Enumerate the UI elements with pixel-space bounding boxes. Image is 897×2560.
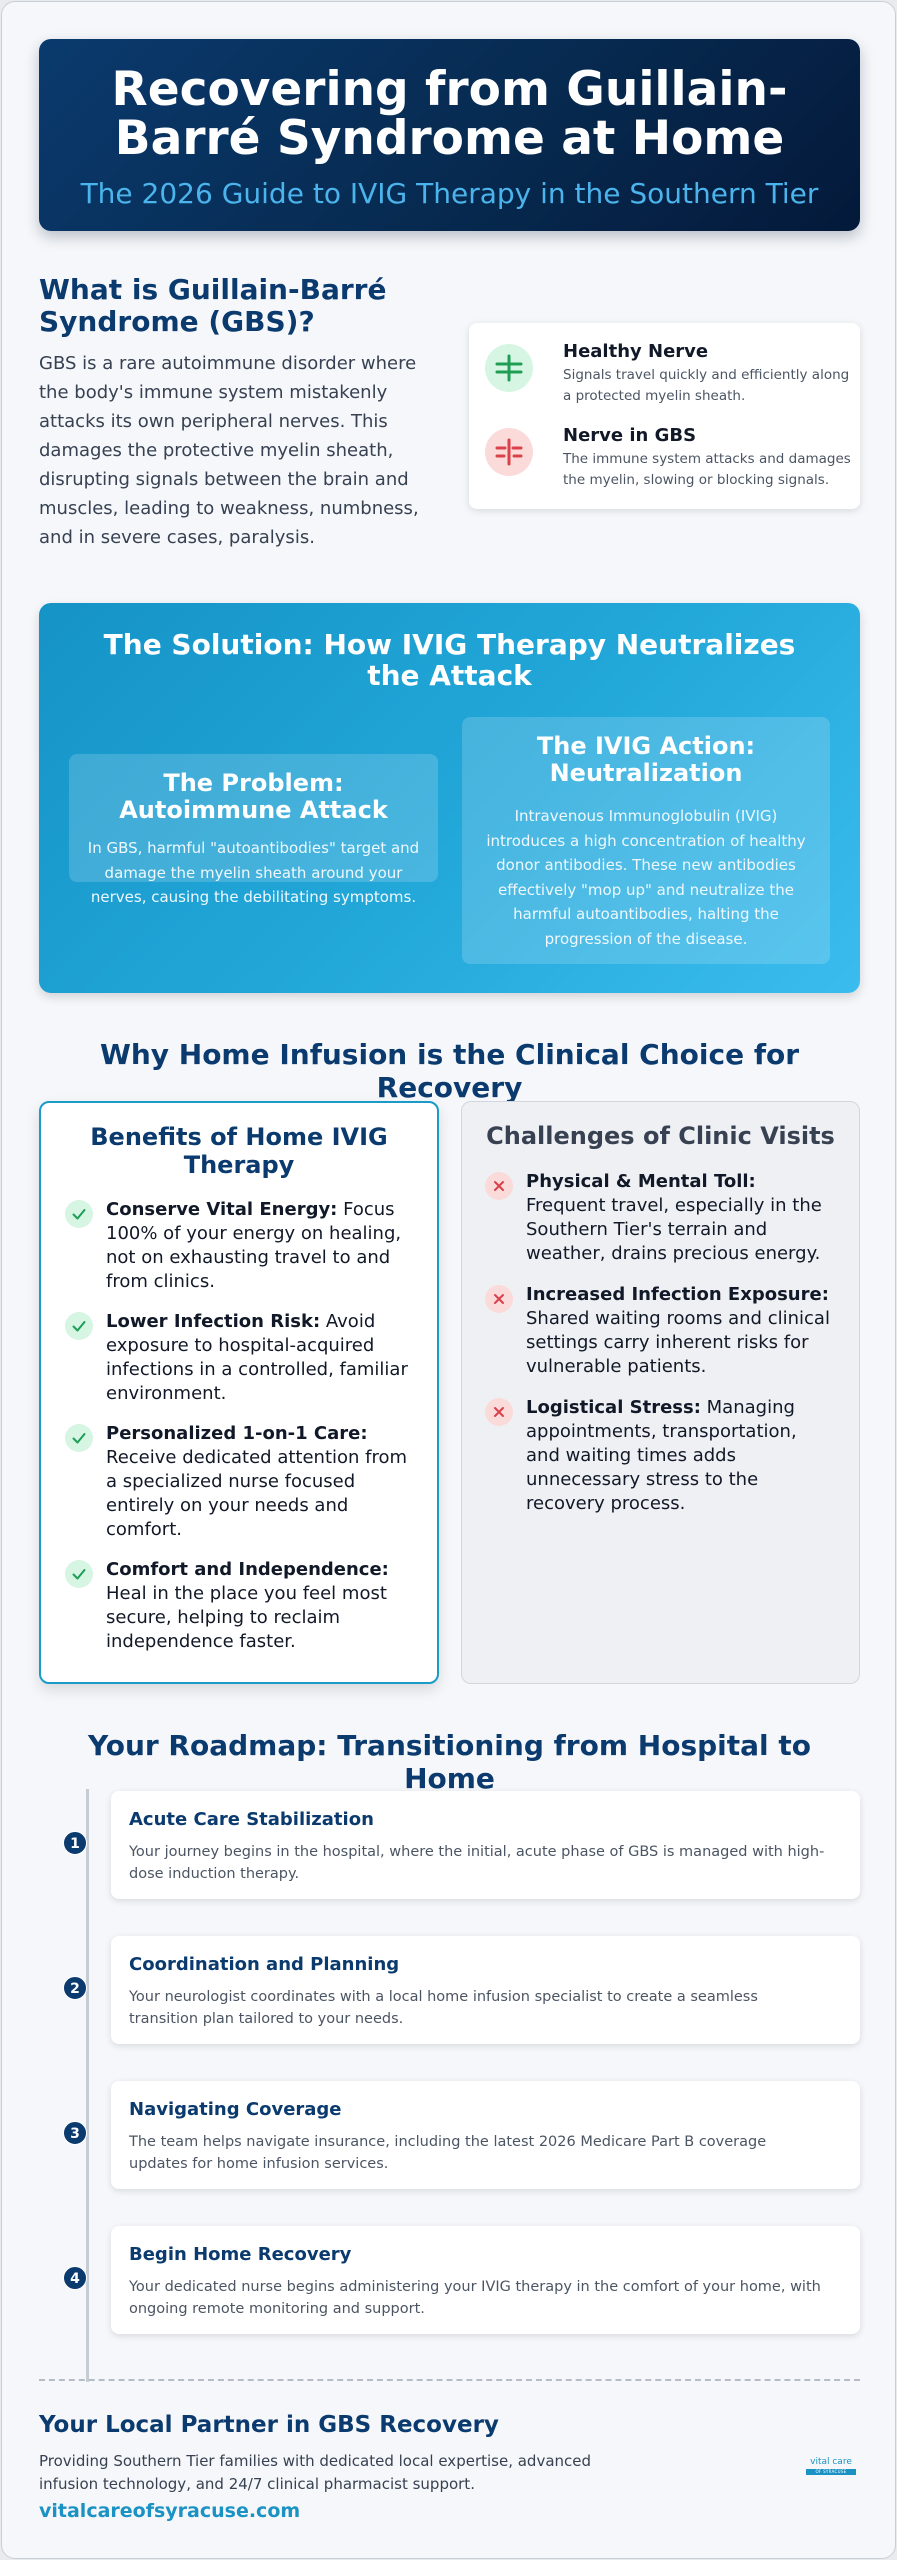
problem-body: In GBS, harmful "autoantibodies" target … [87, 839, 420, 906]
challenge-label: Physical & Mental Toll: [526, 1171, 756, 1192]
damaged-nerve-title: Nerve in GBS [563, 425, 697, 446]
roadmap-step-card: Navigating Coverage The team helps navig… [111, 2081, 860, 2189]
benefit-text: Focus 100% of your energy on healing, no… [106, 1199, 402, 1292]
roadmap-step-card: Coordination and Planning Your neurologi… [111, 1936, 860, 2044]
footer-title: Your Local Partner in GBS Recovery [39, 2412, 499, 2438]
check-icon [65, 1560, 93, 1588]
challenge-label: Increased Infection Exposure: [526, 1284, 829, 1305]
vital-care-logo: vital care OF SYRACUSE [806, 2457, 856, 2479]
check-icon [65, 1200, 93, 1228]
solution-section: The Solution: How IVIG Therapy Neutraliz… [39, 603, 860, 993]
challenges-card: Challenges of Clinic Visits Physical & M… [461, 1101, 860, 1684]
benefits-title: Benefits of Home IVIG Therapy [90, 1123, 388, 1179]
logo-tagline: OF SYRACUSE [806, 2469, 856, 2475]
challenges-title: Challenges of Clinic Visits [486, 1122, 835, 1150]
damaged-nerve-icon [485, 428, 533, 476]
logo-wordmark: vital care [810, 2457, 852, 2467]
footer-divider [39, 2379, 860, 2381]
hero-banner: Recovering from Guillain-Barré Syndrome … [39, 39, 860, 231]
x-icon [485, 1285, 513, 1313]
benefit-label: Lower Infection Risk: [106, 1311, 321, 1332]
healthy-nerve-icon [485, 344, 533, 392]
ivig-action-body: Intravenous Immunoglobulin (IVIG) introd… [486, 807, 806, 948]
roadmap-timeline-line [86, 1789, 89, 2382]
solution-heading: The Solution: How IVIG Therapy Neutraliz… [103, 628, 796, 692]
benefit-label: Conserve Vital Energy: [106, 1199, 338, 1220]
step-number-badge: 1 [63, 1831, 87, 1855]
roadmap-step-card: Begin Home Recovery Your dedicated nurse… [111, 2226, 860, 2334]
nerve-comparison-card: Healthy Nerve Signals travel quickly and… [469, 323, 860, 509]
step-body: Your journey begins in the hospital, whe… [129, 1844, 825, 1882]
home-infusion-heading: Why Home Infusion is the Clinical Choice… [99, 1038, 800, 1104]
challenge-label: Logistical Stress: [526, 1397, 701, 1418]
ivig-action-box: The IVIG Action: Neutralization Intraven… [462, 717, 830, 964]
page-subtitle: The 2026 Guide to IVIG Therapy in the So… [80, 177, 819, 210]
step-body: Your neurologist coordinates with a loca… [129, 1989, 758, 2027]
step-number-badge: 3 [63, 2121, 87, 2145]
check-icon [65, 1312, 93, 1340]
benefit-label: Personalized 1-on-1 Care: [106, 1423, 368, 1444]
step-number-badge: 4 [63, 2266, 87, 2290]
challenge-text: Frequent travel, especially in the South… [526, 1195, 822, 1264]
benefit-text: Receive dedicated attention from a speci… [106, 1447, 408, 1540]
step-number-badge: 2 [63, 1976, 87, 2000]
roadmap-step-card: Acute Care Stabilization Your journey be… [111, 1791, 860, 1899]
what-is-gbs-body: GBS is a rare autoimmune disorder where … [39, 353, 419, 548]
challenge-text: Managing appointments, transportation, a… [526, 1397, 797, 1514]
roadmap-heading: Your Roadmap: Transitioning from Hospita… [88, 1729, 811, 1795]
page-title: Recovering from Guillain-Barré Syndrome … [111, 62, 788, 166]
healthy-nerve-desc: Signals travel quickly and efficiently a… [563, 367, 850, 404]
step-body: The team helps navigate insurance, inclu… [129, 2134, 767, 2172]
benefits-card: Benefits of Home IVIG Therapy Conserve V… [39, 1101, 439, 1684]
what-is-gbs-section: What is Guillain-Barré Syndrome (GBS)? G… [39, 274, 860, 574]
step-title: Begin Home Recovery [129, 2244, 352, 2265]
footer-description: Providing Southern Tier families with de… [39, 2452, 592, 2493]
what-is-gbs-heading: What is Guillain-Barré Syndrome (GBS)? [39, 273, 387, 338]
problem-title: The Problem: Autoimmune Attack [119, 769, 388, 824]
x-icon [485, 1398, 513, 1426]
benefit-text: Avoid exposure to hospital-acquired infe… [106, 1311, 408, 1404]
benefit-text: Heal in the place you feel most secure, … [106, 1583, 387, 1652]
step-body: Your dedicated nurse begins administerin… [129, 2279, 821, 2317]
challenge-text: Shared waiting rooms and clinical settin… [526, 1308, 830, 1377]
step-title: Navigating Coverage [129, 2099, 342, 2120]
problem-box: The Problem: Autoimmune Attack In GBS, h… [69, 754, 438, 906]
website-link[interactable]: vitalcareofsyracuse.com [39, 2500, 301, 2522]
damaged-nerve-desc: The immune system attacks and damages th… [563, 451, 851, 488]
check-icon [65, 1424, 93, 1452]
ivig-action-title: The IVIG Action: Neutralization [536, 732, 756, 787]
step-title: Coordination and Planning [129, 1954, 400, 1975]
benefit-label: Comfort and Independence: [106, 1559, 389, 1580]
x-icon [485, 1172, 513, 1200]
healthy-nerve-title: Healthy Nerve [563, 341, 709, 362]
step-title: Acute Care Stabilization [129, 1809, 374, 1830]
